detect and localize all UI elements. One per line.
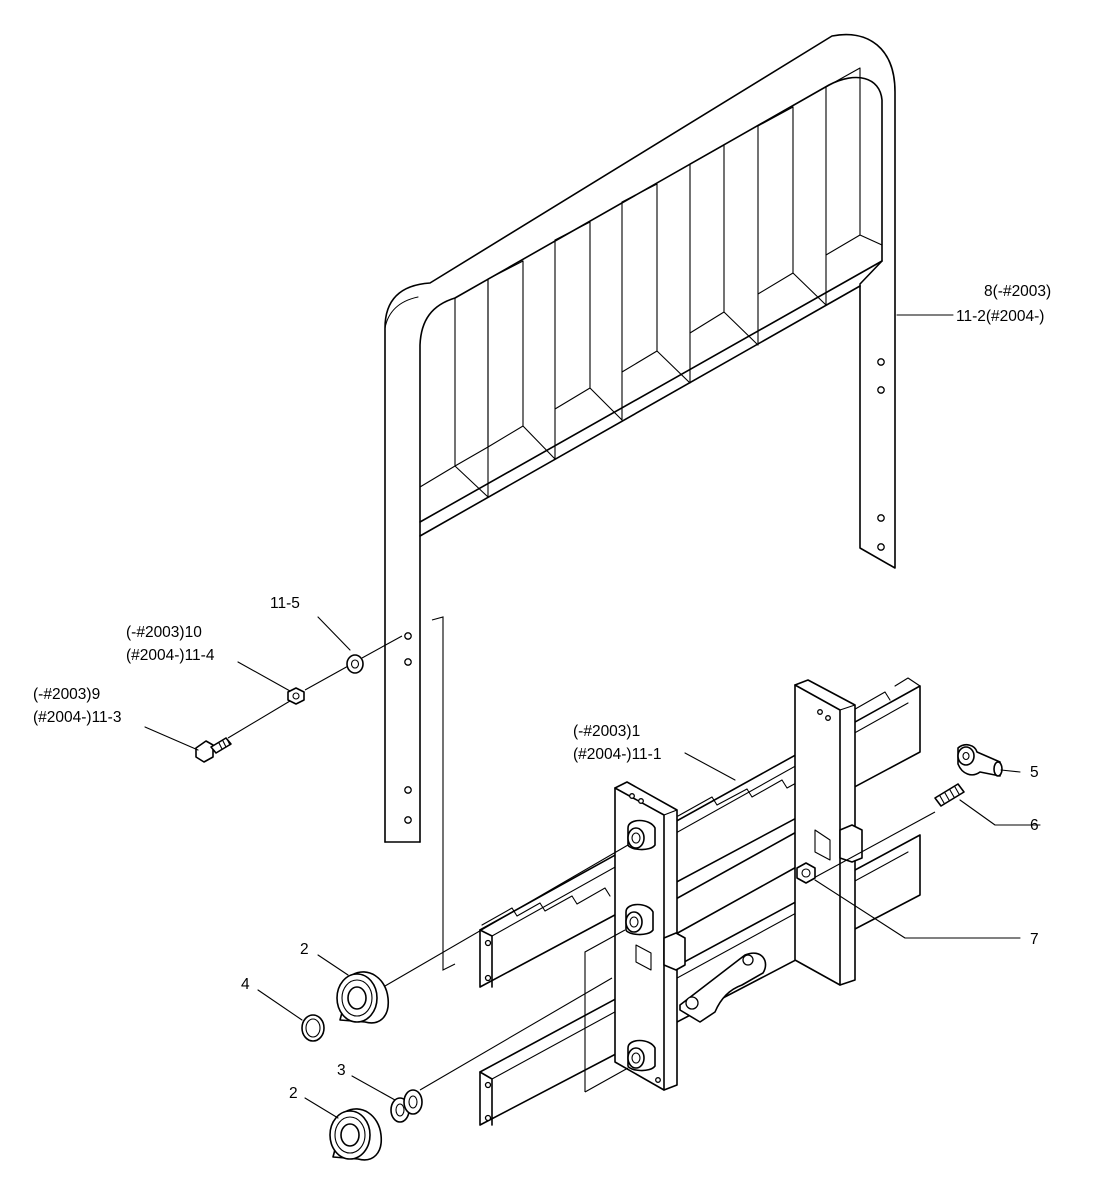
- leader-lines: [144, 314, 1041, 1119]
- label-carriage-b: (#2004-)11-1: [573, 746, 661, 763]
- washer: [346, 654, 364, 674]
- stud: [934, 783, 965, 807]
- nut: [287, 687, 305, 705]
- label-carriage-a: (-#2003)1: [573, 723, 640, 740]
- bolt: [195, 737, 232, 763]
- label-bolt-a: (-#2003)9: [33, 686, 100, 703]
- label-lock-nut: 7: [1030, 931, 1039, 948]
- roller-studs: [625, 819, 656, 1072]
- lock-nut: [796, 862, 816, 884]
- pin: [957, 743, 1003, 777]
- callout-labels: 8(-#2003) 11-2(#2004-) 11-5 (-#2003)10 (…: [33, 283, 1051, 1102]
- label-bolt-b: (#2004-)11-3: [33, 709, 121, 726]
- label-roller-upper: 2: [300, 941, 309, 958]
- label-shim: 3: [337, 1062, 346, 1079]
- label-washer: 11-5: [270, 595, 300, 612]
- snap-ring: [301, 1014, 325, 1042]
- roller-bearing-upper: [336, 971, 390, 1024]
- backrest-slats: [419, 67, 883, 498]
- label-snap-ring: 4: [241, 976, 250, 993]
- roller-bearing-lower: [329, 1108, 383, 1161]
- label-nut-a: (-#2003)10: [126, 624, 202, 641]
- load-backrest: [384, 33, 896, 843]
- label-nut-b: (#2004-)11-4: [126, 647, 215, 664]
- label-stud: 6: [1030, 817, 1039, 834]
- label-backrest-a: 8(-#2003): [984, 283, 1051, 300]
- label-pin: 5: [1030, 764, 1039, 781]
- assembly-lines: [227, 616, 936, 1093]
- shims: [390, 1089, 423, 1123]
- carriage: [479, 677, 921, 1126]
- label-backrest-b: 11-2(#2004-): [956, 308, 1044, 325]
- label-roller-lower: 2: [289, 1085, 298, 1102]
